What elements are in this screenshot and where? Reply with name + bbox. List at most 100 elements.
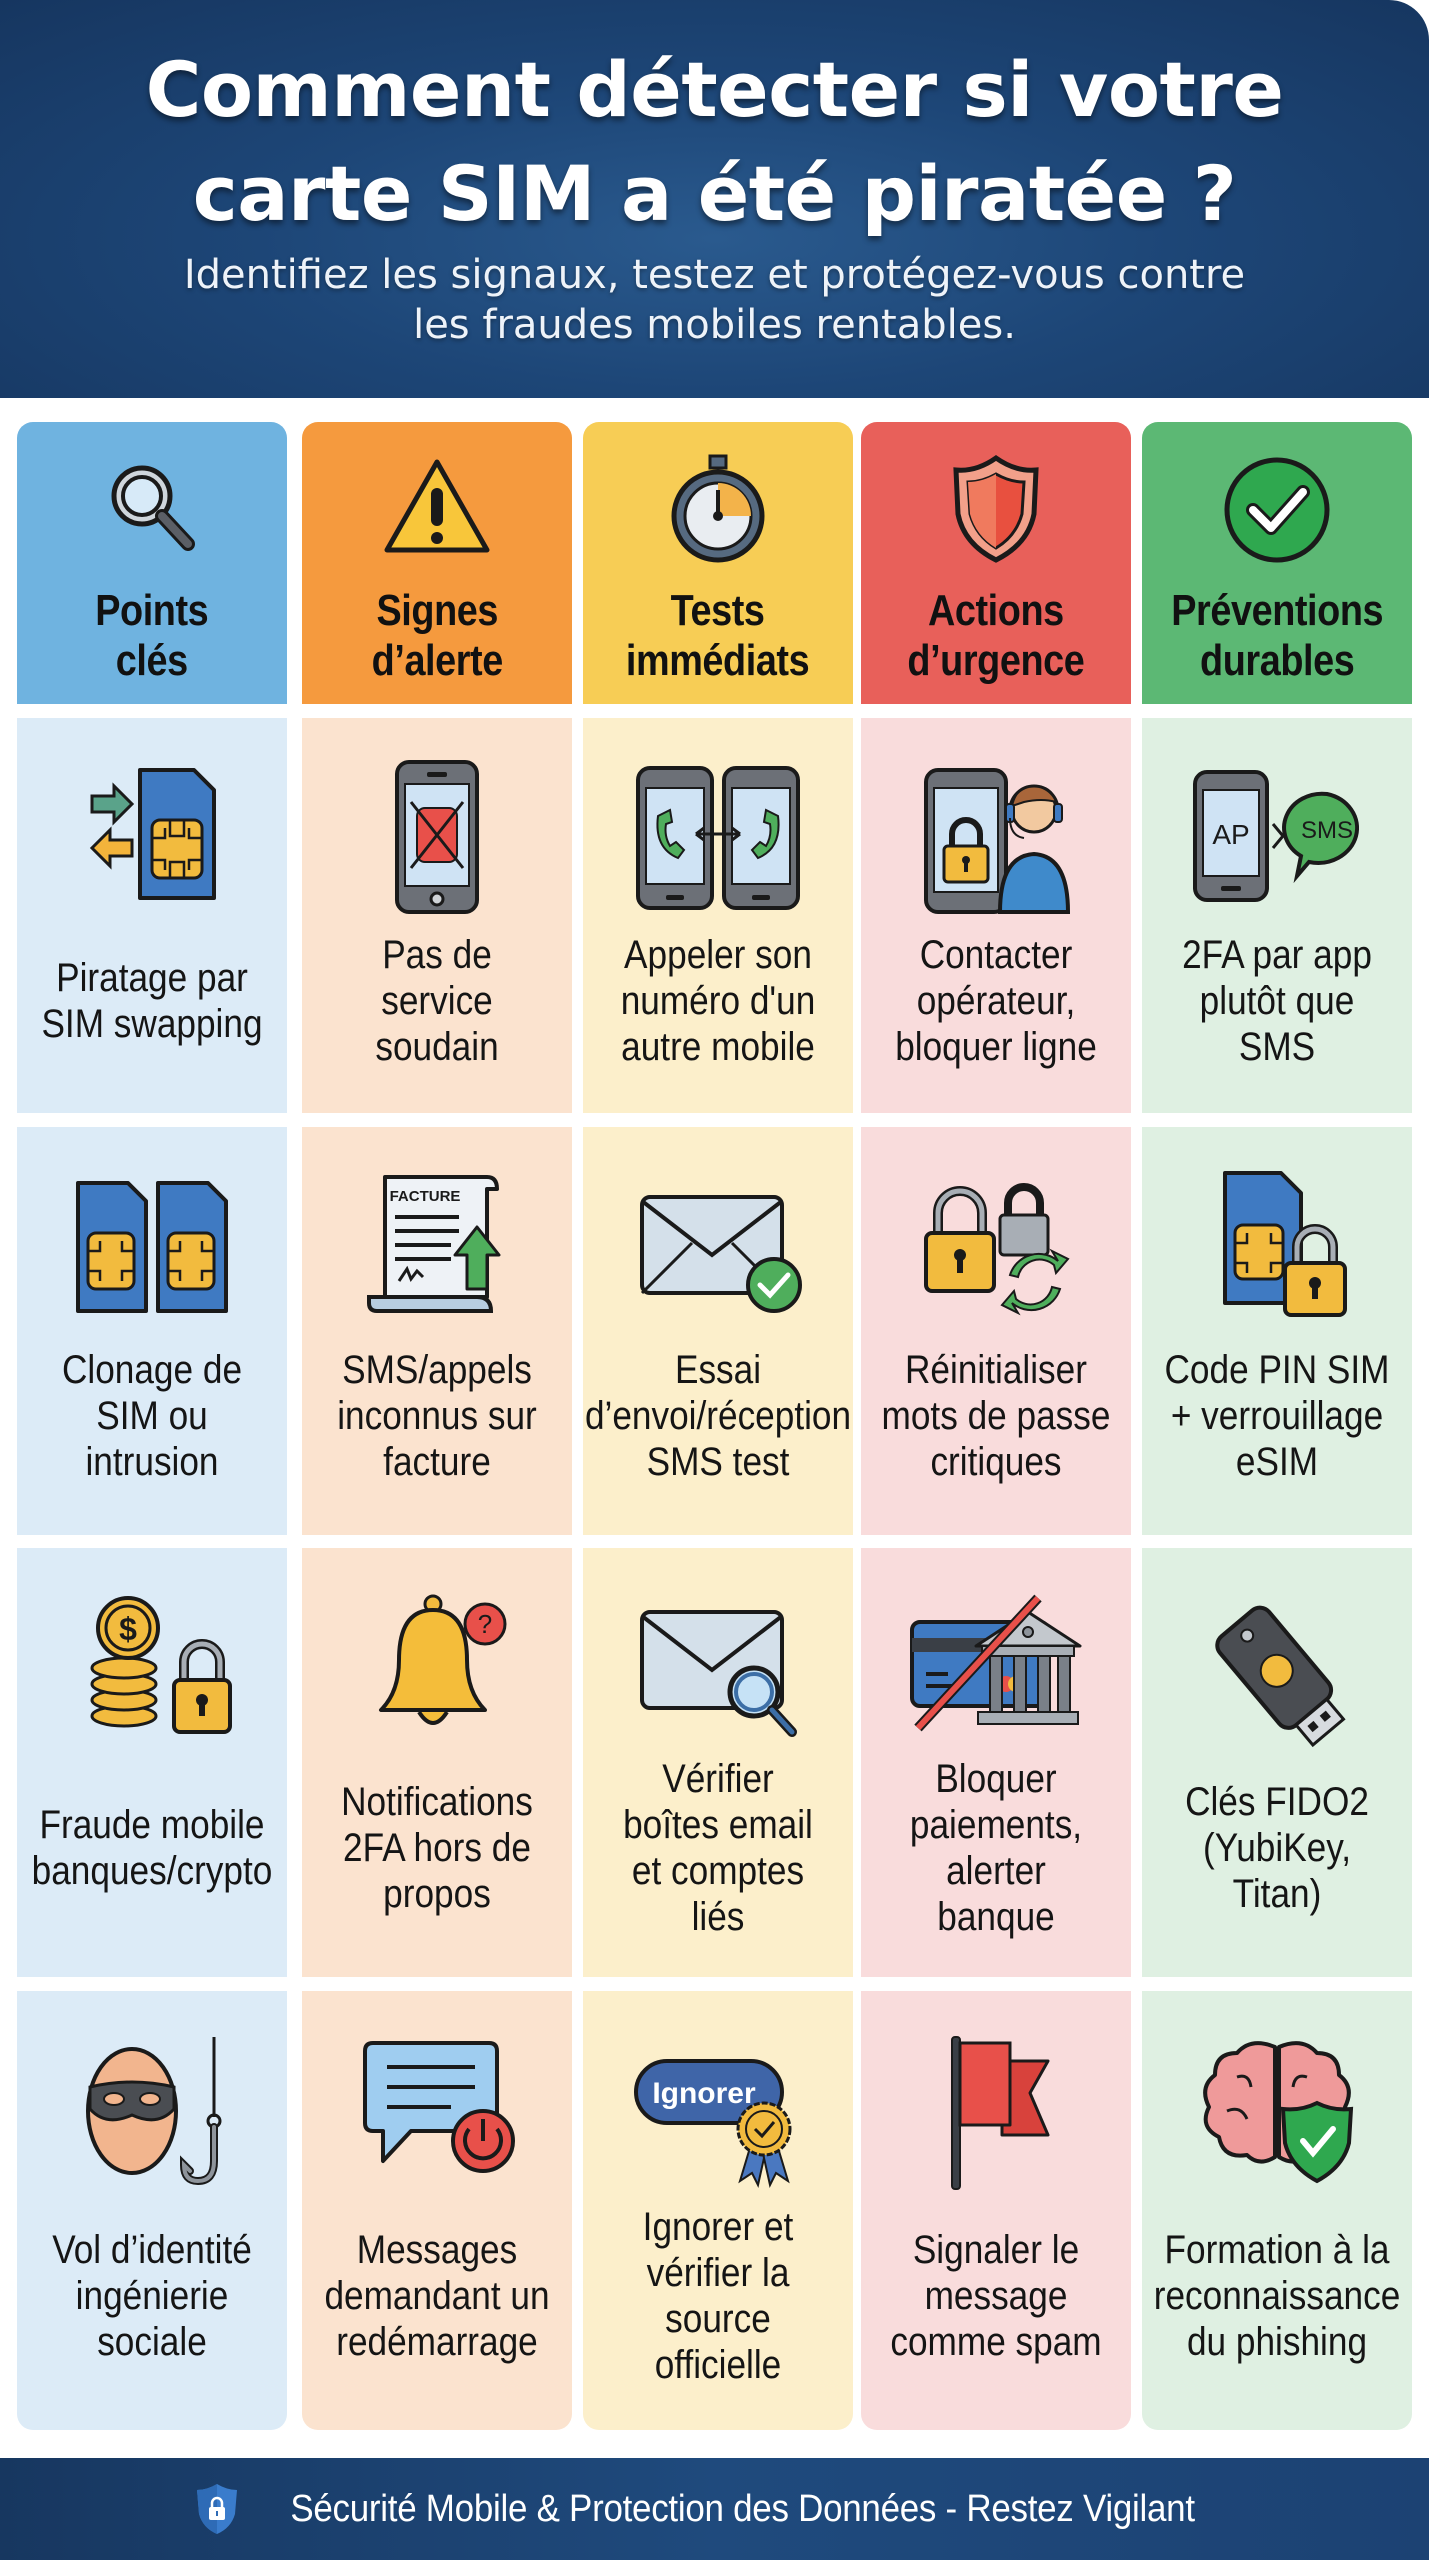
- cell-sim-swapping: Piratage par SIM swapping: [17, 718, 287, 1113]
- cell-contacter-operateur: Contacter opérateur, bloquer ligne: [861, 718, 1131, 1113]
- title-line-1: Comment détecter si votre: [145, 45, 1284, 134]
- brain-shield-icon: [1203, 2041, 1354, 2184]
- page-subtitle: Identifiez les signaux, testez et protég…: [0, 250, 1429, 350]
- ignore-button-label: Ignorer: [652, 2077, 756, 2110]
- cell-text: Fraude mobile banques/crypto: [31, 1802, 273, 1893]
- shield-icon: [953, 454, 1039, 563]
- footer-text: Sécurité Mobile & Protection des Données…: [290, 2487, 1195, 2530]
- footer-banner: Sécurité Mobile & Protection des Données…: [0, 2458, 1429, 2560]
- check-circle-icon: [1224, 457, 1330, 563]
- title-line-2: carte SIM a été piratée ?: [192, 149, 1237, 238]
- column-header-preventions-durables: Préventions durables: [1142, 422, 1412, 704]
- column-header-signes-alerte: Signes d’alerte: [302, 422, 572, 704]
- sim-padlock-icon: [1223, 1171, 1347, 1317]
- column-title: Tests immédiats: [626, 586, 810, 686]
- infographic-grid: Points clés Signes d’alerte Tests immédi…: [17, 422, 1412, 2430]
- column-header-tests-immediats: Tests immédiats: [583, 422, 853, 704]
- cell-text: Formation à la reconnaissance du phishin…: [1153, 2227, 1401, 2364]
- masked-thief-hook-icon: [86, 2037, 222, 2186]
- cell-text: Vol d’identité ingénierie sociale: [52, 2227, 252, 2364]
- cell-text: Clonage de SIM ou intrusion: [61, 1348, 243, 1484]
- two-phones-call-icon: [636, 766, 800, 910]
- cell-text: Signaler le message comme spam: [890, 2227, 1102, 2364]
- cell-appeler-numero: Appeler son numéro d'un autre mobile: [583, 718, 853, 1113]
- cell-bloquer-paiements: Bloquer paiements, alerter banque: [861, 1548, 1131, 1977]
- hero-banner: Comment détecter si votre carte SIM a ét…: [0, 0, 1429, 398]
- card-blocked-bank-icon: [910, 1594, 1082, 1732]
- column-title-line: durables: [1199, 636, 1355, 685]
- envelope-search-icon: [640, 1610, 797, 1737]
- column-title-line: Actions: [928, 586, 1064, 635]
- cell-text: 2FA par app plutôt que SMS: [1182, 932, 1372, 1069]
- cell-text: Pas de service soudain: [375, 932, 499, 1069]
- red-flag-icon: [951, 2036, 1050, 2190]
- cell-formation-phishing: Formation à la reconnaissance du phishin…: [1142, 1991, 1412, 2430]
- column-title: Points clés: [95, 586, 208, 686]
- app-over-sms-icon: AP SMS: [1193, 770, 1360, 902]
- column-title-line: Signes: [376, 586, 498, 635]
- invoice-arrow-up-icon: FACTURE: [367, 1175, 501, 1313]
- cell-text: Piratage par SIM swapping: [41, 955, 263, 1046]
- column-header-points-cles: Points clés: [17, 422, 287, 704]
- column-title: Actions d’urgence: [908, 586, 1085, 686]
- cell-text: Messages demandant un redémarrage: [324, 2227, 550, 2364]
- ignore-button-badge-icon: Ignorer: [634, 2059, 792, 2188]
- magnifier-icon: [111, 465, 195, 551]
- cell-signaler-spam: Signaler le message comme spam: [861, 1991, 1131, 2430]
- cell-text: Code PIN SIM + verrouillage eSIM: [1164, 1348, 1390, 1484]
- svg-text:$: $: [119, 1611, 137, 1647]
- app-label: AP: [1212, 819, 1249, 850]
- column-header-actions-urgence: Actions d’urgence: [861, 422, 1131, 704]
- cell-clonage-sim: Clonage de SIM ou intrusion: [17, 1127, 287, 1535]
- cell-ignorer-verifier: Ignorer Ignorer et vérifier la source of…: [583, 1991, 853, 2430]
- chat-power-icon: [363, 2041, 515, 2173]
- cell-reinitialiser-mdp: Réinitialiser mots de passe critiques: [861, 1127, 1131, 1535]
- column-title-line: Tests: [671, 586, 765, 635]
- cell-pas-de-service: Pas de service soudain: [302, 718, 572, 1113]
- cell-2fa-app: AP SMS 2FA par app plutôt que SMS: [1142, 718, 1412, 1113]
- sms-label: SMS: [1301, 817, 1353, 844]
- column-title-line: Points: [95, 586, 209, 635]
- page-title: Comment détecter si votre carte SIM a ét…: [0, 38, 1429, 246]
- cell-text: SMS/appels inconnus sur facture: [337, 1348, 537, 1484]
- cell-text: Bloquer paiements, alerter banque: [909, 1756, 1083, 1939]
- phone-no-signal-icon: [395, 760, 479, 914]
- cell-verifier-email: Vérifier boîtes email et comptes liés: [583, 1548, 853, 1977]
- shield-lock-icon: [196, 2484, 237, 2534]
- subtitle-line-2: les fraudes mobiles rentables.: [413, 302, 1016, 348]
- cell-text: Clés FIDO2 (YubiKey, Titan): [1185, 1779, 1369, 1916]
- security-key-icon: [1215, 1605, 1346, 1748]
- cell-essai-sms: Essai d’envoi/réception SMS test: [583, 1127, 853, 1535]
- svg-text:?: ?: [478, 1609, 492, 1639]
- subtitle-line-1: Identifiez les signaux, testez et protég…: [183, 252, 1246, 298]
- cell-text: Notifications 2FA hors de propos: [341, 1779, 533, 1916]
- cell-code-pin: Code PIN SIM + verrouillage eSIM: [1142, 1127, 1412, 1535]
- cell-fraude-mobile: $ Fraude mobile banques/crypto: [17, 1548, 287, 1977]
- bell-question-icon: ?: [379, 1594, 507, 1725]
- column-title: Préventions durables: [1171, 586, 1383, 686]
- cell-text: Appeler son numéro d'un autre mobile: [620, 932, 816, 1069]
- stopwatch-icon: [671, 454, 765, 563]
- facture-label: FACTURE: [390, 1188, 461, 1205]
- cell-text: Réinitialiser mots de passe critiques: [881, 1348, 1111, 1484]
- column-title-line: clés: [116, 636, 188, 685]
- cell-text: Essai d’envoi/réception SMS test: [584, 1348, 852, 1484]
- sim-swap-icon: [89, 768, 216, 900]
- cell-text: Vérifier boîtes email et comptes liés: [623, 1756, 813, 1939]
- cell-text: Ignorer et vérifier la source officielle: [642, 2204, 794, 2387]
- column-title-line: Préventions: [1171, 586, 1383, 635]
- cell-sms-appels-facture: FACTURE SMS/appels inconnus sur facture: [302, 1127, 572, 1535]
- cell-cles-fido2: Clés FIDO2 (YubiKey, Titan): [1142, 1548, 1412, 1977]
- cell-vol-identite: Vol d’identité ingénierie sociale: [17, 1991, 287, 2430]
- column-title-line: d’alerte: [371, 636, 503, 685]
- column-title: Signes d’alerte: [371, 586, 503, 686]
- column-title-line: d’urgence: [907, 636, 1085, 685]
- dual-sim-icon: [76, 1181, 228, 1313]
- cell-text: Contacter opérateur, bloquer ligne: [895, 932, 1097, 1069]
- cell-notifications-2fa: ? Notifications 2FA hors de propos: [302, 1548, 572, 1977]
- cell-messages-redemarrage: Messages demandant un redémarrage: [302, 1991, 572, 2430]
- locks-refresh-icon: [924, 1183, 1070, 1316]
- warning-icon: [384, 459, 490, 553]
- column-title-line: immédiats: [626, 636, 810, 685]
- envelope-check-icon: [640, 1195, 802, 1313]
